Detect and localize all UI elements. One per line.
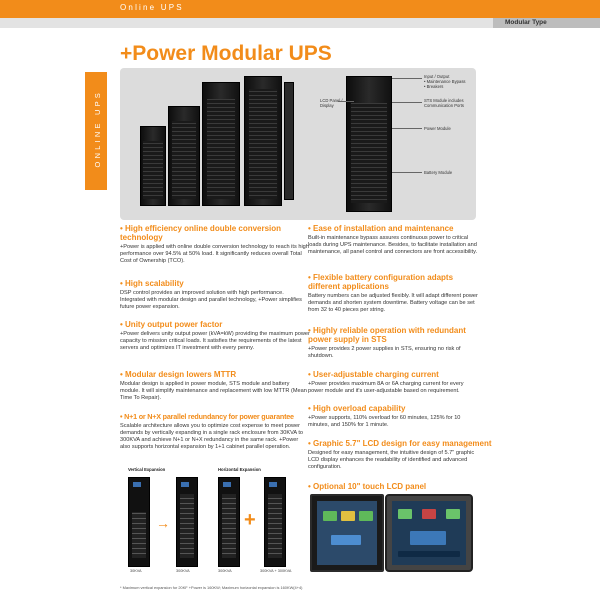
arrow-icon: → [156,515,170,531]
feature-modular-mttr: • Modular design lowers MTTR Modular des… [120,370,310,402]
horizontal-expansion-label: Horizontal Expansion [218,467,261,472]
ups-cabinet-medium [168,106,200,206]
feature-heading: • User-adjustable charging current [308,370,439,379]
feature-heading: • Flexible battery configuration adapts … [308,273,454,291]
feature-charging-current: • User-adjustable charging current +Powe… [308,370,478,395]
ups-cabinet-door [284,82,294,200]
feature-overload: • High overload capability +Power suppor… [308,404,478,429]
feature-body: DSP control provides an improved solutio… [120,290,302,310]
feature-heading: • Ease of installation and maintenance [308,224,454,233]
feature-high-efficiency: • High efficiency online double conversi… [120,224,310,265]
expansion-diagram: Vertical Expansion Horizontal Expansion … [120,465,298,575]
hero-product-image: LCD Panel / Display Input / Output • Mai… [120,68,476,220]
caption-300kva-h: 300KVA [218,569,232,573]
callout-sts-module: STS Module includes Communication Ports [424,98,465,108]
page-title: +Power Modular UPS [120,42,332,65]
feature-graphic-lcd: • Graphic 5.7" LCD design for easy manag… [308,439,498,471]
callout-power-module: Power Module [424,126,451,131]
feature-body: +Power provides 2 power supplies in STS,… [308,346,461,359]
type-tab-label: Modular Type [505,19,547,26]
feature-parallel-redundancy: • N+1 or N+X parallel redundancy for pow… [120,412,310,451]
ups-cabinet-open [244,76,282,206]
cabinet-300kva-vertical [176,477,198,567]
plus-icon: + [244,509,256,531]
feature-body: +Power provides maximum 8A or 6A chargin… [308,381,464,394]
caption-30kva: 30KVA [130,569,142,573]
feature-body: Designed for easy management, the intuit… [308,450,475,470]
feature-unity-power-factor: • Unity output power factor +Power deliv… [120,320,310,352]
caption-300kva: 300KVA [176,569,190,573]
feature-heading: • High scalability [120,279,184,288]
feature-body: +Power is applied with online double con… [120,244,309,264]
feature-body: Battery numbers can be adjusted flexibly… [308,293,478,313]
feature-heading: • N+1 or N+X parallel redundancy for pow… [120,412,294,421]
feature-heading: • Modular design lowers MTTR [120,370,237,379]
top-bar: Online UPS [0,0,600,18]
ups-cabinet-annotated [346,76,392,212]
ups-cabinet-small [140,126,166,206]
feature-body: Scalable architecture allows you to opti… [120,423,304,450]
feature-heading: • High efficiency online double conversi… [120,224,282,242]
feature-heading: • High overload capability [308,404,406,413]
feature-body: +Power delivers unity output power (kVA=… [120,331,310,351]
side-tab: ONLINE UPS [85,72,107,190]
callout-lcd-panel: LCD Panel / Display [320,98,343,108]
cabinet-300kva-a [218,477,240,567]
footnote: * Maximum vertical expansion for 20KF +P… [120,585,303,590]
feature-redundant-sts: • Highly reliable operation with redunda… [308,326,478,360]
feature-heading: • Graphic 5.7" LCD design for easy manag… [308,439,492,448]
side-tab-label: ONLINE UPS [93,90,102,168]
feature-flexible-battery: • Flexible battery configuration adapts … [308,273,478,314]
feature-body: Modular design is applied in power modul… [120,381,307,401]
section-title: Online UPS [120,3,184,12]
callout-input-output: Input / Output • Maintenance Bypass • Br… [424,74,466,89]
feature-body: +Power supports, 110% overload for 60 mi… [308,415,461,428]
callout-battery-module: Battery Module [424,170,453,175]
lcd-panel-image [310,494,384,572]
feature-heading: • Highly reliable operation with redunda… [308,326,466,344]
feature-high-scalability: • High scalability DSP control provides … [120,279,310,311]
feature-body: Built-in maintenance bypass assures cont… [308,235,478,255]
feature-touch-lcd: • Optional 10" touch LCD panel [308,482,478,493]
gray-band [0,18,600,28]
touch-lcd-panel-image [385,494,473,572]
caption-300kva-sum: 300KVA + 300KVA [260,569,292,573]
feature-ease-installation: • Ease of installation and maintenance B… [308,224,478,256]
cabinet-30kva [128,477,150,567]
vertical-expansion-label: Vertical Expansion [128,467,166,472]
feature-heading: • Optional 10" touch LCD panel [308,482,427,491]
feature-heading: • Unity output power factor [120,320,223,329]
type-tab: Modular Type [493,18,600,28]
ups-cabinet-large [202,82,240,206]
cabinet-300kva-b [264,477,286,567]
